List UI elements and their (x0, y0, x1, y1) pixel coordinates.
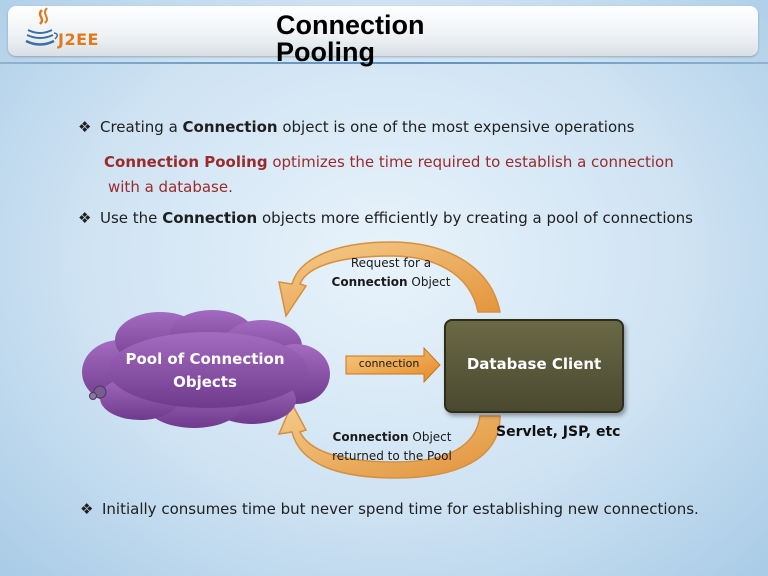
return-caption-line-1: Connection Object (322, 428, 462, 447)
sub-point-rest: optimizes the time required to establish… (267, 153, 674, 171)
database-client-label: Database Client (466, 355, 602, 373)
sub-point-line-2: with a database. (108, 178, 233, 196)
request-caption-rest: Object (407, 275, 451, 289)
header-divider (0, 62, 768, 64)
pool-label-line-1: Pool of Connection (125, 350, 285, 368)
connection-arrow-label: connection (358, 357, 420, 370)
diamond-bullet-icon: ❖ (80, 500, 94, 518)
title-line-2: Pooling (276, 37, 375, 67)
bullet-2-suffix: objects more efficiently by creating a p… (257, 209, 693, 227)
connection-arrow (345, 346, 441, 384)
bullet-1-bold: Connection (182, 118, 278, 136)
bullet-2-bold: Connection (162, 209, 258, 227)
return-caption-rest: Object (408, 430, 452, 444)
request-arrow (278, 241, 501, 318)
bullet-2: ❖ Use the Connection objects more efficie… (78, 209, 693, 227)
java-cup-icon (25, 7, 58, 46)
request-caption-bold: Connection (331, 275, 408, 289)
return-caption-line-2: returned to the Pool (332, 449, 452, 463)
bullet-1-suffix: object is one of the most expensive oper… (277, 118, 635, 136)
return-arrow (277, 402, 501, 479)
request-caption-line-1: Request for a (350, 256, 432, 270)
request-caption-line-2: Connection Object (326, 273, 456, 292)
request-caption: Request for a Connection Object (326, 254, 456, 292)
pool-label: Pool of Connection Objects (110, 348, 300, 394)
clients-label: Servlet, JSP, etc (496, 424, 621, 440)
sub-point-line-1: Connection Pooling optimizes the time re… (104, 153, 674, 171)
bullet-1: ❖ Creating a Connection object is one of … (78, 118, 634, 136)
page-title: Connection Pooling (276, 12, 496, 66)
database-client-box: Database Client (444, 319, 624, 413)
bullet-3: ❖ Initially consumes time but never spend… (80, 500, 699, 518)
logo-text: J2EE (58, 30, 99, 49)
bullet-3-text: Initially consumes time but never spend … (102, 500, 699, 518)
diamond-bullet-icon: ❖ (78, 118, 92, 136)
slide-header (8, 6, 758, 56)
bullet-1-prefix: Creating a (100, 118, 183, 136)
java-logo: J2EE (18, 6, 108, 52)
return-caption-bold: Connection (332, 430, 409, 444)
pool-label-line-2: Objects (173, 373, 237, 391)
bullet-2-prefix: Use the (100, 209, 163, 227)
title-line-1: Connection (276, 10, 425, 40)
sub-point-bold: Connection Pooling (104, 153, 268, 171)
diamond-bullet-icon: ❖ (78, 209, 92, 227)
return-caption: Connection Object returned to the Pool (322, 428, 462, 466)
connection-pool-cloud (82, 310, 330, 428)
